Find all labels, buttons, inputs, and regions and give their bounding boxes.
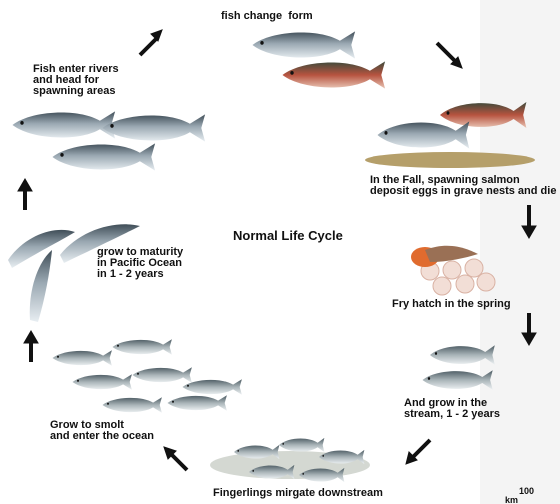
scale-number: 100	[519, 487, 534, 496]
arrow-top-right	[437, 43, 462, 68]
arrow-top-left	[140, 30, 162, 55]
label-grow-to-smolt: Grow to smolt and enter the ocean	[50, 420, 154, 442]
fingerlings-illustration	[210, 438, 370, 482]
arrow-left-upper	[18, 179, 32, 210]
fish-change-form-illustration	[253, 31, 386, 88]
eggs-and-fry-illustration	[411, 246, 495, 295]
parr-illustration	[423, 345, 495, 390]
label-enter-rivers: Fish enter rivers and head for spawning …	[33, 64, 119, 97]
label-grow-to-maturity: grow to maturity in Pacific Ocean in 1 -…	[97, 247, 183, 280]
arrow-right-upper	[522, 205, 536, 238]
label-fry-hatch: Fry hatch in the spring	[392, 299, 511, 310]
river-fish-illustration	[12, 111, 205, 170]
arrow-bottom-left	[164, 447, 187, 470]
arrow-bottom-right	[406, 440, 430, 464]
arrow-right-lower	[522, 313, 536, 345]
label-grow-in-stream: And grow in the stream, 1 - 2 years	[404, 398, 500, 420]
diagram-title: Normal Life Cycle	[233, 229, 343, 242]
label-fingerlings: Fingerlings mirgate downstream	[213, 488, 383, 499]
arrow-left-lower	[24, 331, 38, 362]
label-spawning: In the Fall, spawning salmon deposit egg…	[370, 175, 556, 197]
label-fish-change-form: fish change form	[221, 11, 313, 22]
smolt-school-illustration	[53, 339, 242, 413]
spawning-salmon-illustration	[365, 102, 535, 168]
scale-unit: km	[505, 496, 518, 504]
